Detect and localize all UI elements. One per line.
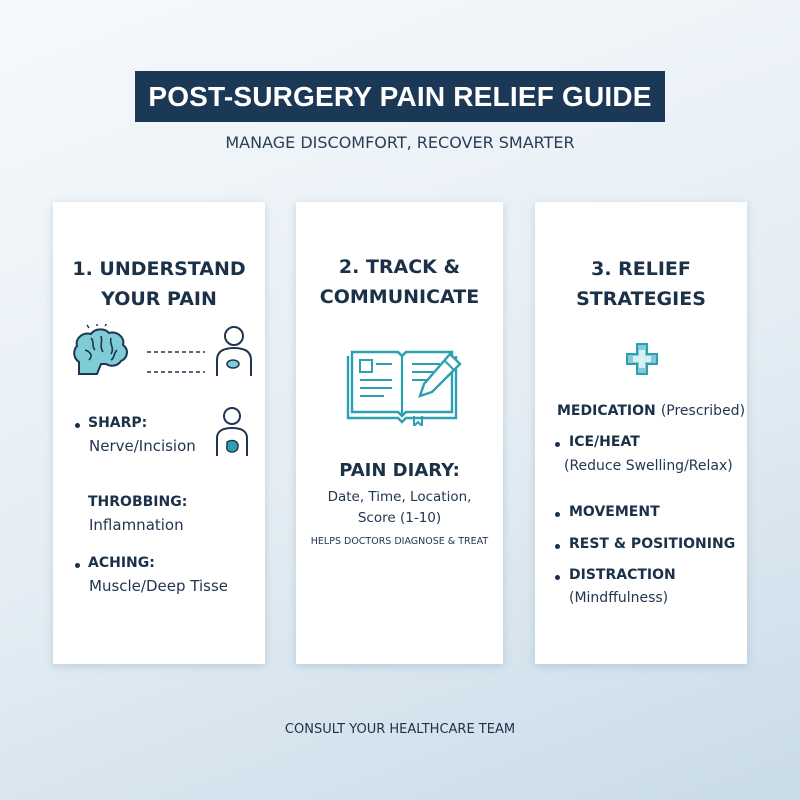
journal-icon [346, 350, 458, 426]
bullet-dot [75, 423, 80, 428]
pain-type-desc: Muscle/Deep Tisse [89, 577, 228, 595]
page-subtitle: MANAGE DISCOMFORT, RECOVER SMARTER [225, 133, 575, 152]
strategy-desc: (Reduce Swelling/Relax) [564, 458, 733, 474]
footer-note: CONSULT YOUR HEALTHCARE TEAM [284, 722, 516, 737]
strategy-label: DISTRACTION [569, 567, 676, 583]
card-title-line2: COMMUNICATE [319, 286, 480, 308]
card-track-communicate: 2. TRACK & COMMUNICATE PAIN DIARY: Date,… [296, 202, 503, 664]
pain-diary-line2: Score (1-10) [357, 510, 442, 526]
pen-icon [418, 352, 462, 398]
pain-type-label: SHARP: [88, 415, 148, 431]
strategy-desc: (Mindffulness) [569, 590, 669, 606]
strategy-label: ICE/HEAT [569, 434, 640, 450]
medical-cross-icon [626, 343, 658, 375]
card-title-line2: YOUR PAIN [101, 288, 217, 310]
card-title-line1: 1. UNDERSTAND [72, 258, 246, 280]
pain-type-desc: Inflamnation [89, 516, 184, 534]
pain-diary-line1: Date, Time, Location, [327, 489, 472, 505]
card-understand-pain: 1. UNDERSTAND YOUR PAIN SHARP: Nerve/Inc… [53, 202, 265, 664]
person-icon [216, 326, 252, 376]
medication-note: (Prescribed) [660, 403, 746, 419]
dashed-connector-icon [147, 351, 205, 373]
card-relief-strategies: 3. RELIEF STRATEGIES MEDICATION (Prescri… [535, 202, 747, 664]
pain-diary-note: HELPS DOCTORS DIAGNOSE & TREAT [310, 536, 489, 547]
card-title-line1: 2. TRACK & [338, 256, 461, 278]
bullet-dot [555, 544, 560, 549]
strategy-label: MOVEMENT [569, 504, 660, 520]
pain-diary-title: PAIN DIARY: [339, 460, 460, 481]
medication-row: MEDICATION (Prescribed) [557, 400, 745, 419]
bullet-dot [555, 442, 560, 447]
pain-type-label: ACHING: [88, 555, 155, 571]
pain-type-desc: Nerve/Incision [89, 437, 196, 455]
bullet-dot [555, 512, 560, 517]
medication-label: MEDICATION [557, 403, 656, 419]
pain-type-label: THROBBING: [88, 494, 188, 510]
card-title-line2: STRATEGIES [576, 288, 706, 310]
bullet-dot [555, 575, 560, 580]
card-title-line1: 3. RELIEF [591, 258, 691, 280]
brain-icon [73, 324, 128, 375]
strategy-label: REST & POSITIONING [569, 536, 736, 552]
bullet-dot [75, 563, 80, 568]
person-pain-icon [216, 407, 248, 456]
page-title: POST-SURGERY PAIN RELIEF GUIDE [135, 71, 665, 122]
